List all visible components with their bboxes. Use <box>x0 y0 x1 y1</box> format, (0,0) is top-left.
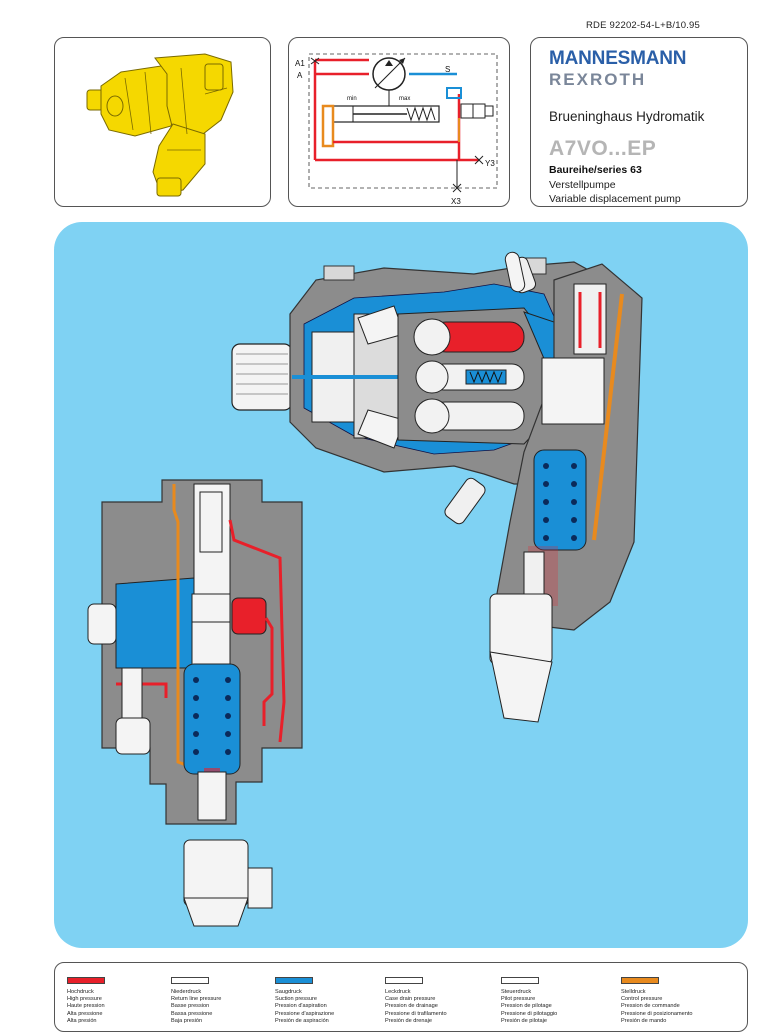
legend-swatch <box>275 977 313 984</box>
legend-text: Pression d'aspiration <box>275 1003 327 1010</box>
pressure-legend: Hochdruck High pressure Haute pression A… <box>54 962 748 1032</box>
legend-text: Control pressure <box>621 996 663 1003</box>
company-name: Brueninghaus Hydromatik <box>549 109 705 124</box>
pump-cutaway-illustration <box>87 251 643 927</box>
hydraulic-schematic: A1 A S min max Y3 X3 <box>295 53 498 206</box>
legend-text: Steuerdruck <box>501 989 532 995</box>
series-label: Baureihe/series 63 <box>549 164 642 176</box>
legend-item-high-pressure: Hochdruck High pressure Haute pression A… <box>55 977 155 1025</box>
product-name-de: Verstellpumpe <box>549 179 616 191</box>
legend-swatch <box>621 977 659 984</box>
hydraulic-schematic-frame: A1 A S min max Y3 X3 <box>288 37 510 207</box>
legend-text: Suction pressure <box>275 996 317 1003</box>
legend-text: Alta presión <box>67 1017 97 1024</box>
pump-photo-frame <box>54 37 271 207</box>
model-title: A7VO...EP <box>549 137 657 160</box>
legend-text: High pressure <box>67 996 102 1003</box>
brand-logo-mannesmann: MANNESMANN <box>549 48 687 69</box>
document-reference: RDE 92202-54-L+B/10.95 <box>586 20 700 31</box>
legend-text: Presión de pilotaje <box>501 1017 548 1024</box>
legend-text: Alta pressione <box>67 1010 103 1017</box>
max-label: max <box>399 96 410 102</box>
legend-text: Pressione di pilotaggio <box>501 1010 558 1017</box>
min-label: min <box>347 96 357 102</box>
legend-text: Stelldruck <box>621 989 646 995</box>
legend-text: Niederdruck <box>171 989 202 995</box>
legend-text: Presión de aspiración <box>275 1017 329 1024</box>
legend-text: Pilot pressure <box>501 996 536 1003</box>
port-a1-label: A1 <box>295 59 305 68</box>
legend-text: Basse pression <box>171 1003 210 1010</box>
legend-text: Pression de drainage <box>385 1003 438 1010</box>
legend-item-suction-pressure: Saugdruck Suction pressure Pression d'as… <box>263 977 363 1025</box>
legend-text: Baja presión <box>171 1017 203 1024</box>
legend-text: Bassa pressione <box>171 1010 213 1017</box>
port-a-label: A <box>297 71 303 80</box>
legend-text: Case drain pressure <box>385 996 436 1003</box>
legend-item-control-pressure: Stelldruck Control pressure Pression de … <box>609 977 709 1025</box>
legend-text: Hochdruck <box>67 989 94 995</box>
legend-text: Haute pression <box>67 1003 105 1010</box>
port-x3-label: X3 <box>451 197 461 206</box>
legend-text: Presión de drenaje <box>385 1017 432 1024</box>
legend-item-case-drain-pressure: Leckdruck Case drain pressure Pression d… <box>373 977 473 1025</box>
legend-swatch <box>385 977 423 984</box>
port-s-label: S <box>445 65 450 74</box>
product-name-en: Variable displacement pump <box>549 193 681 205</box>
legend-swatch <box>171 977 209 984</box>
brand-logo-rexroth: REXROTH <box>549 70 647 89</box>
legend-text: Leckdruck <box>385 989 411 995</box>
legend-text: Pression de commande <box>621 1003 680 1010</box>
legend-item-return-pressure: Niederdruck Return line pressure Basse p… <box>159 977 259 1025</box>
cutaway-illustration-panel <box>54 222 748 948</box>
legend-text: Pressione d'aspirazione <box>275 1010 335 1017</box>
legend-text: Pressione di posizionamento <box>621 1010 693 1017</box>
legend-text: Pression de pilotage <box>501 1003 552 1010</box>
legend-text: Saugdruck <box>275 989 302 995</box>
legend-swatch <box>501 977 539 984</box>
brand-panel: MANNESMANN REXROTH Brueninghaus Hydromat… <box>530 37 748 207</box>
legend-swatch <box>67 977 105 984</box>
legend-text: Pressione di trafilamento <box>385 1010 447 1017</box>
pump-photo <box>86 53 234 197</box>
legend-text: Return line pressure <box>171 996 222 1003</box>
legend-item-pilot-pressure: Steuerdruck Pilot pressure Pression de p… <box>489 977 589 1025</box>
port-y3-label: Y3 <box>485 159 495 168</box>
legend-text: Presión de mando <box>621 1017 667 1024</box>
